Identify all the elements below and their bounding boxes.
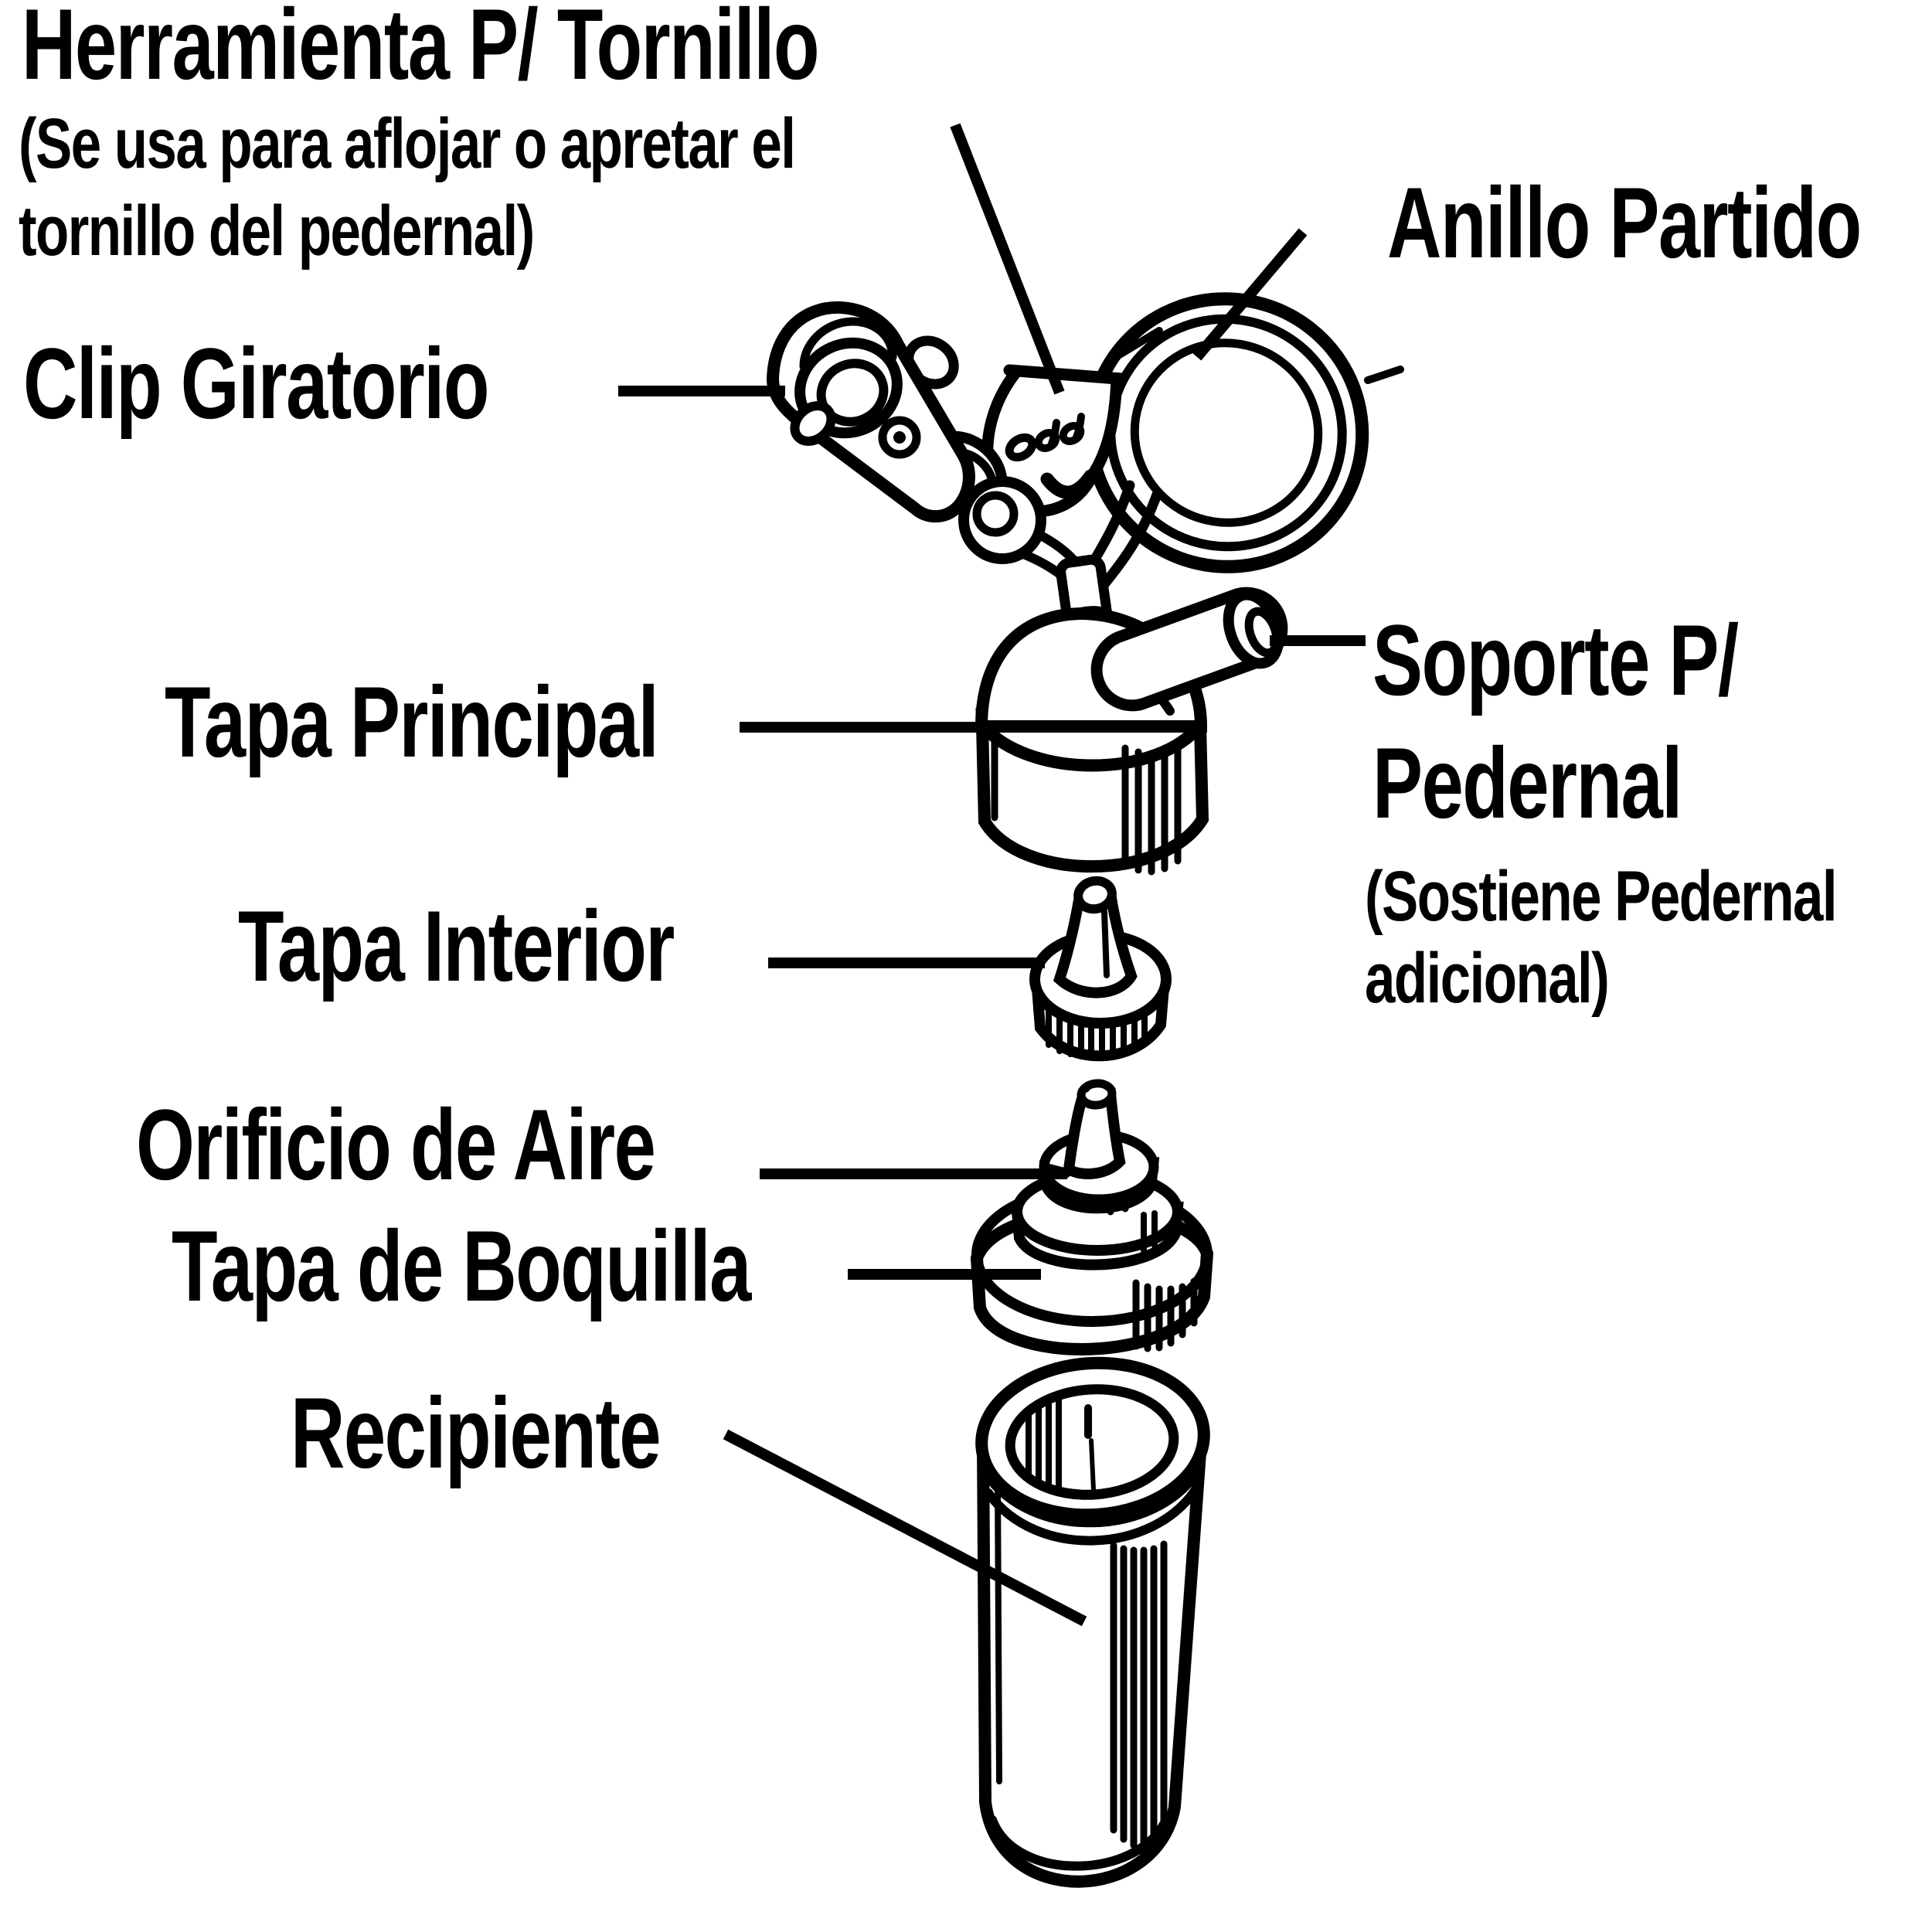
leader-recipiente <box>723 1429 1087 1627</box>
label-soporte-note1: (Sostiene Pedernal <box>1365 857 1838 936</box>
label-soporte-line1: Soporte P/ <box>1372 604 1739 716</box>
main-cap-drawing <box>975 554 1209 876</box>
label-tapa-interior: Tapa Interior <box>238 889 675 1002</box>
label-herramienta-note1: (Se usa para aflojar o apretar el <box>19 104 796 183</box>
leader-herramienta <box>950 123 1065 395</box>
label-herramienta-title: Herramienta P/ Tornillo <box>22 0 820 100</box>
nozzle-cap-drawing <box>970 1079 1214 1355</box>
clasp-gate-notch <box>790 401 836 446</box>
swivel-clip-drawing <box>766 301 975 523</box>
label-soporte-note2: adicional) <box>1365 939 1610 1018</box>
label-tapa-principal: Tapa Principal <box>165 665 659 778</box>
inner-cap-drawing <box>1029 876 1172 1062</box>
label-orificio-de-aire: Orificio de Aire <box>136 1088 656 1201</box>
label-soporte-line2: Pedernal <box>1372 726 1682 839</box>
leader-anillo-partido <box>1192 228 1308 361</box>
flint-holder-drawing <box>1090 587 1288 712</box>
container-drawing <box>975 1356 1210 1888</box>
label-herramienta-note2: tornillo del pedernal) <box>19 192 535 270</box>
leader-lines <box>618 123 1366 1627</box>
label-tapa-de-boquilla: Tapa de Boquilla <box>172 1209 751 1322</box>
label-anillo-partido: Anillo Partido <box>1387 166 1862 279</box>
label-clip-giratorio: Clip Giratorio <box>23 327 489 440</box>
label-recipiente: Recipiente <box>291 1376 662 1489</box>
